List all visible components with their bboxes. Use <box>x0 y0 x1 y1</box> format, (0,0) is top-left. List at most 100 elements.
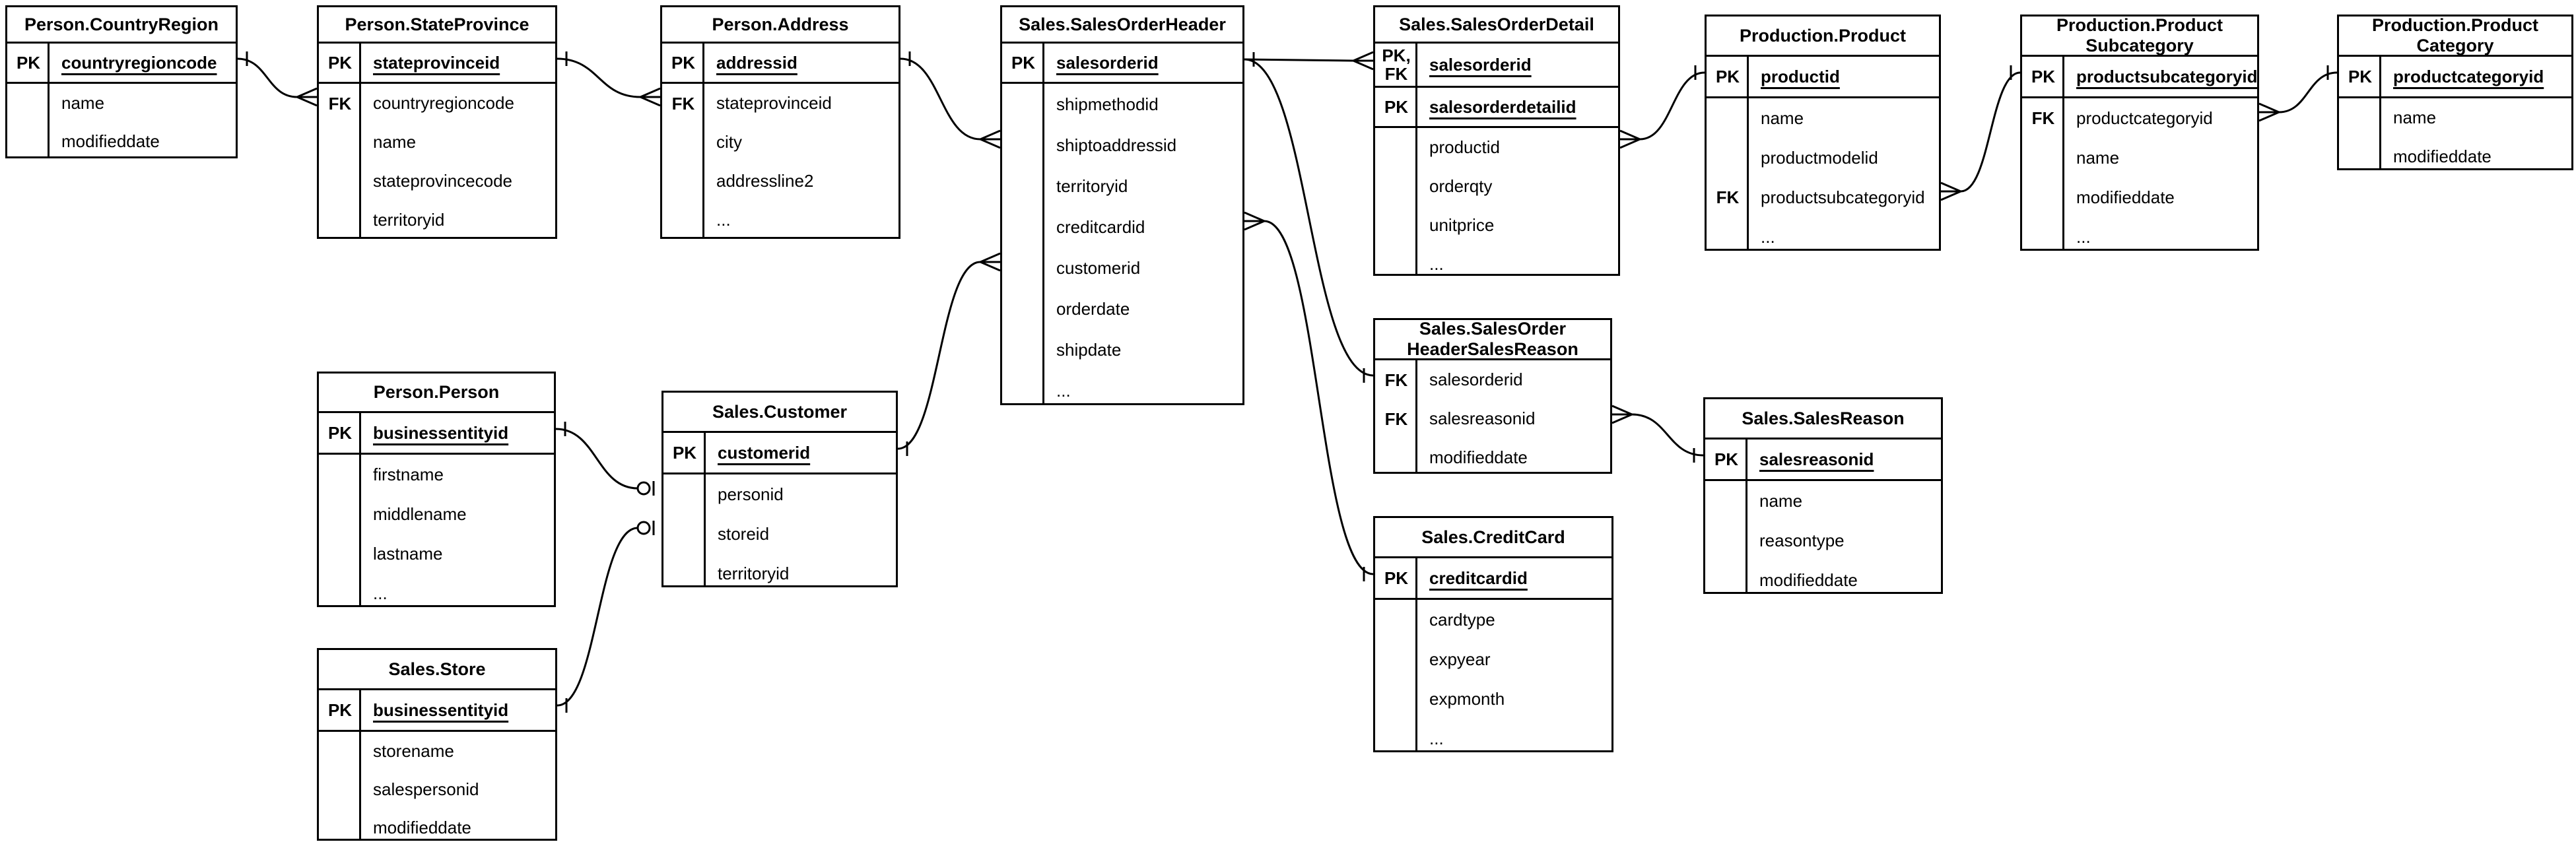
key-label-line: FK <box>1384 64 1408 84</box>
key-label <box>7 84 50 122</box>
column-name: addressid <box>716 52 797 73</box>
key-label-line: PK <box>327 53 353 73</box>
attribute-row: addressline2 <box>662 162 898 201</box>
key-label <box>1705 560 1747 600</box>
key-label: PK,FK <box>1375 44 1417 86</box>
table-title: Person.Address <box>662 7 898 44</box>
table-section: PK productsubcategoryid <box>2022 57 2257 98</box>
attribute-row: orderqty <box>1375 167 1618 206</box>
key-label-line: PK <box>1714 449 1739 469</box>
crows-foot-mark <box>1611 405 1633 416</box>
key-label <box>663 474 706 514</box>
attribute-row: firstname <box>319 455 554 494</box>
attribute-row: unitprice <box>1375 206 1618 245</box>
key-column-divider <box>1746 438 1747 592</box>
key-label <box>662 162 704 201</box>
key-column-divider <box>1415 42 1417 274</box>
crows-foot-mark <box>1353 51 1374 62</box>
column-name: orderdate <box>1056 298 1130 319</box>
key-column-divider <box>1415 556 1417 750</box>
attribute-row: creditcardid <box>1002 207 1242 247</box>
zero-circle-mark <box>636 521 651 535</box>
key-label <box>7 122 50 160</box>
key-label-line: FK <box>1384 370 1408 390</box>
column-name: productcategoryid <box>2076 108 2213 128</box>
attribute-row: name <box>319 123 555 162</box>
attribute-row: name <box>7 84 236 122</box>
relationship-person-countryregion-person-stateprovince <box>237 57 298 98</box>
attribute-row: modifieddate <box>7 122 236 160</box>
column-name: salesorderid <box>1429 370 1523 389</box>
key-label: PK <box>319 413 361 453</box>
key-label <box>1375 438 1417 477</box>
table-title: Person.CountryRegion <box>7 7 236 44</box>
relationship-sales-salesorderheader-sales-creditcard <box>1264 220 1374 575</box>
attribute-row: territoryid <box>319 201 555 240</box>
crows-foot-mark <box>980 138 1001 149</box>
column-name: ... <box>1761 226 1775 247</box>
table-title: Sales.Store <box>319 650 555 690</box>
column-name: productsubcategoryid <box>2076 66 2258 86</box>
column-name: salesreasonid <box>1429 408 1536 428</box>
zero-circle-mark <box>636 481 651 496</box>
column-name: middlename <box>373 504 467 524</box>
relationship-person-person-sales-customer <box>555 428 638 490</box>
key-label-line: PK <box>1715 67 1740 86</box>
attribute-row: storeid <box>663 514 896 554</box>
table-title-line: Person.CountryRegion <box>24 14 219 34</box>
key-column-divider <box>1042 42 1044 403</box>
relationship-sales-salesorderheadersalesreason-sales-salesreason <box>1631 413 1704 457</box>
column-name: cardtype <box>1429 609 1495 630</box>
key-column-divider <box>48 42 50 156</box>
crows-foot-mark <box>1244 211 1265 222</box>
key-label: FK <box>319 84 361 123</box>
table-title-line: Sales.Store <box>388 659 486 679</box>
key-label <box>663 514 706 554</box>
key-label-line: PK <box>1384 97 1409 117</box>
key-label: PK <box>2022 57 2064 96</box>
key-label <box>319 455 361 494</box>
table-title-line: Sales.Customer <box>712 401 848 422</box>
column-name: modifieddate <box>2076 187 2175 207</box>
attribute-row: territoryid <box>663 554 896 593</box>
crows-foot-mark <box>980 261 1001 272</box>
crows-foot-mark <box>2258 102 2280 114</box>
attribute-row: stateprovincecode <box>319 162 555 201</box>
attribute-row: city <box>662 123 898 162</box>
column-name: salesorderdetailid <box>1429 96 1576 117</box>
key-label <box>1002 125 1044 166</box>
attribute-row: modifieddate <box>1705 560 1941 600</box>
key-label: PK <box>663 433 706 472</box>
key-column-divider <box>704 431 706 585</box>
attribute-row: ... <box>1375 245 1618 284</box>
key-label <box>1002 84 1044 125</box>
column-name: businessentityid <box>373 700 509 720</box>
crows-foot-mark <box>640 87 661 98</box>
column-name: countryregioncode <box>373 93 514 113</box>
attribute-row: personid <box>663 474 896 514</box>
column-name: expyear <box>1429 649 1491 669</box>
attribute-row: ... <box>662 201 898 240</box>
